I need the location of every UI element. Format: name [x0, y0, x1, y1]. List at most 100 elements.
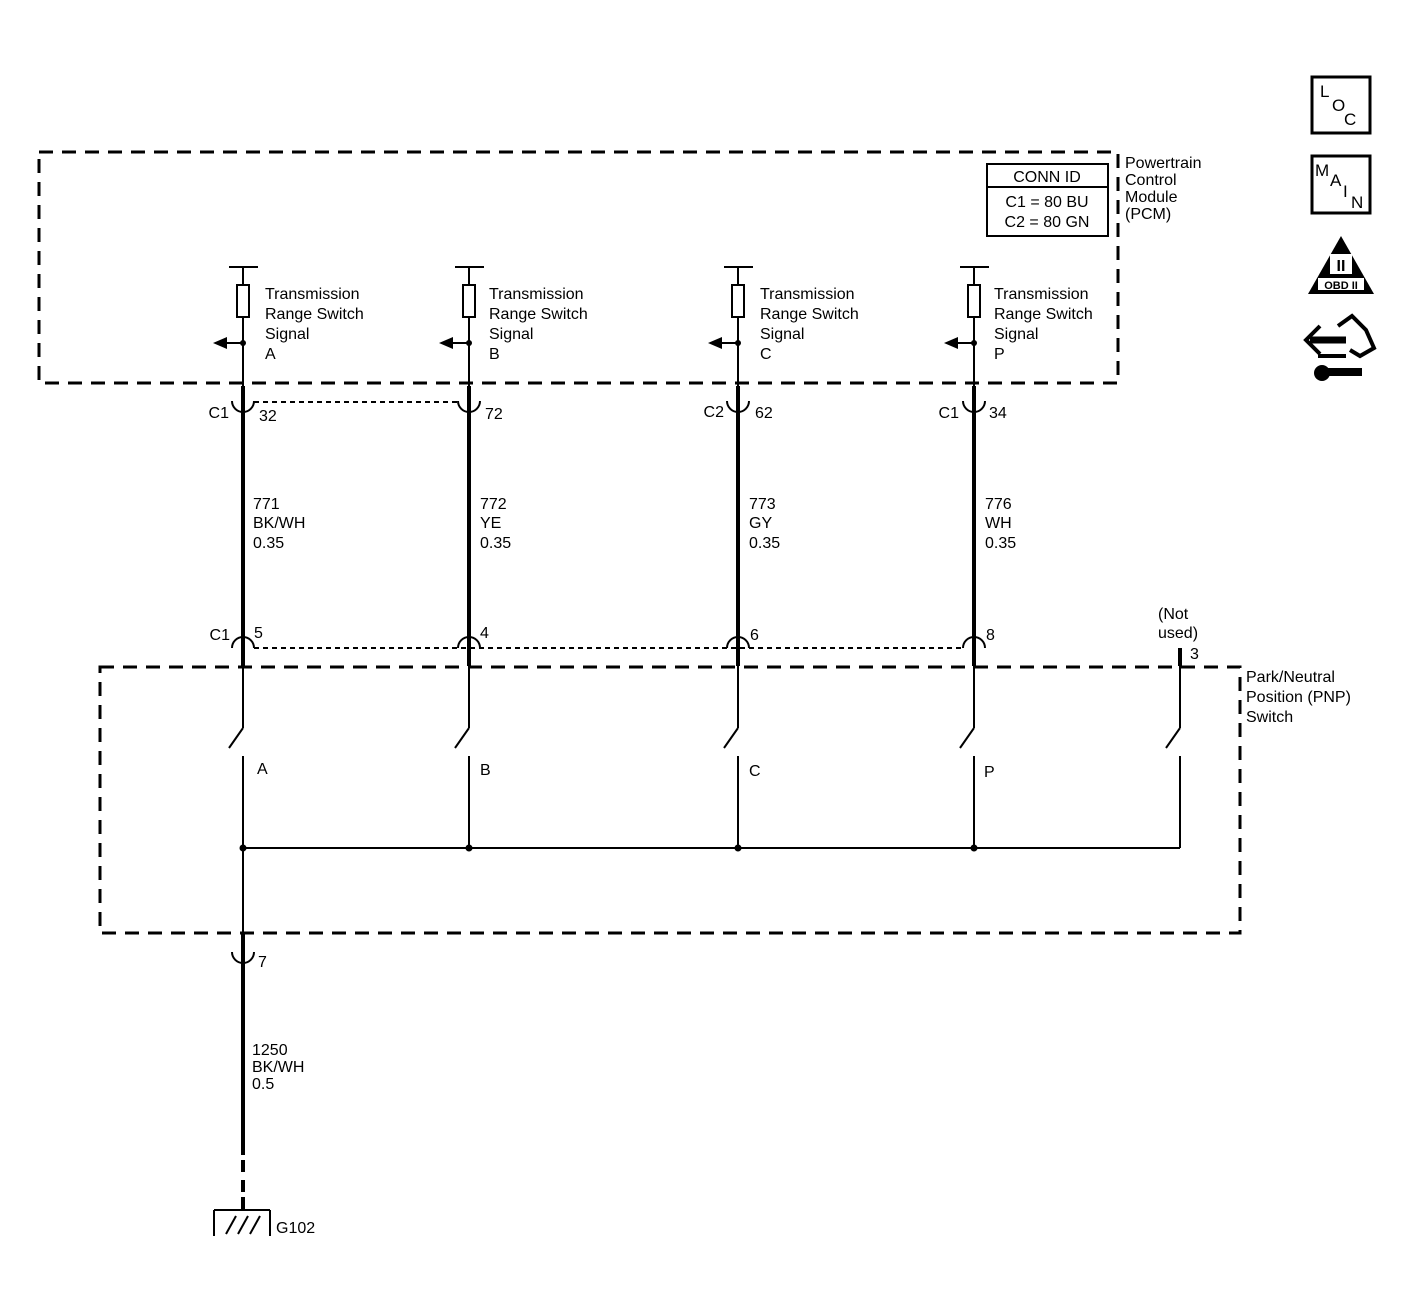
obd-ii-icon: II OBD II	[1308, 236, 1374, 294]
wire-gauge: 0.35	[749, 535, 780, 552]
pcm-connector-id: C1	[939, 405, 960, 422]
svg-text:O: O	[1332, 96, 1345, 115]
ground-wire-gauge: 0.5	[252, 1076, 274, 1093]
signal-label-line3: Signal	[994, 326, 1038, 343]
ground-pin-number: 7	[258, 954, 267, 971]
ground-id: G102	[276, 1220, 315, 1237]
loc-icon: L O C	[1310, 75, 1372, 135]
pcm-label-line3: Module	[1125, 189, 1178, 206]
pnp-pin-number: 6	[750, 627, 759, 644]
switch-c: C	[723, 666, 761, 848]
circuit-p: Transmission Range Switch Signal P C1 34…	[939, 266, 1093, 666]
svg-text:N: N	[1351, 193, 1363, 212]
signal-label-line3: Signal	[265, 326, 309, 343]
signal-label-line2: Range Switch	[265, 306, 364, 323]
svg-text:II: II	[1337, 258, 1346, 275]
connector-tool-icon	[1303, 313, 1377, 381]
signal-label-line1: Transmission	[994, 286, 1089, 303]
ground-circuit: 7 1250 BK/WH 0.5 G102	[213, 933, 315, 1237]
pcm-connector-id: C1	[209, 405, 230, 422]
signal-label-line3: Signal	[489, 326, 533, 343]
switch-a: A	[228, 666, 268, 848]
signal-label-line1: Transmission	[489, 286, 584, 303]
pnp-label-line2: Position (PNP)	[1246, 689, 1351, 706]
wire-circuit-number: 776	[985, 496, 1012, 513]
switch-p: P	[959, 666, 995, 848]
pcm-label-line4: (PCM)	[1125, 206, 1171, 223]
signal-label-letter: P	[994, 346, 1005, 363]
conn-id-c2: C2 = 80 GN	[1005, 214, 1090, 231]
wire-color: YE	[480, 515, 501, 532]
switch-p-label: P	[984, 764, 995, 781]
pnp-switch-box	[98, 665, 1242, 935]
pnp-label-line3: Switch	[1246, 709, 1293, 726]
pull-up-resistor	[462, 284, 476, 318]
wire-color: WH	[985, 515, 1012, 532]
pcm-connector-id: C2	[704, 404, 725, 421]
switch-b-label: B	[480, 762, 491, 779]
main-icon: M A I N	[1310, 154, 1372, 215]
signal-label-line1: Transmission	[265, 286, 360, 303]
svg-text:L: L	[1320, 82, 1329, 101]
pull-up-resistor	[236, 284, 250, 318]
wire-color: BK/WH	[253, 515, 305, 532]
svg-text:I: I	[1343, 182, 1348, 201]
pcm-pin-number: 34	[989, 405, 1007, 422]
switch-a-label: A	[257, 761, 268, 778]
ground-wire-circuit: 1250	[252, 1042, 288, 1059]
not-used-line1: (Not	[1158, 606, 1189, 623]
wire-circuit-number: 772	[480, 496, 507, 513]
signal-arrow-icon	[213, 337, 227, 349]
signal-label-letter: C	[760, 346, 772, 363]
signal-label-line2: Range Switch	[994, 306, 1093, 323]
pcm-module-box	[37, 150, 1120, 385]
signal-arrow-icon	[708, 337, 722, 349]
pnp-connector-terminal	[962, 636, 986, 649]
pcm-pin-number: 32	[259, 408, 277, 425]
svg-text:A: A	[1330, 171, 1342, 190]
wire-gauge: 0.35	[480, 535, 511, 552]
wire-gauge: 0.35	[253, 535, 284, 552]
circuit-c: Transmission Range Switch Signal C C2 62…	[704, 266, 859, 666]
switch-c-label: C	[749, 763, 761, 780]
conn-id-c1: C1 = 80 BU	[1005, 194, 1088, 211]
pnp-connector-terminal	[457, 636, 481, 649]
pull-up-resistor	[731, 284, 745, 318]
wire-circuit-number: 771	[253, 496, 280, 513]
pnp-pin-number: 5	[254, 625, 263, 642]
conn-id-table: CONN ID C1 = 80 BU C2 = 80 GN	[986, 163, 1109, 237]
pcm-label-line2: Control	[1125, 172, 1177, 189]
pull-up-resistor	[967, 284, 981, 318]
signal-label-line1: Transmission	[760, 286, 855, 303]
signal-label-line2: Range Switch	[760, 306, 859, 323]
ground-wire-color: BK/WH	[252, 1059, 304, 1076]
conn-id-title: CONN ID	[1013, 169, 1081, 186]
pcm-label-line1: Powertrain	[1125, 155, 1201, 172]
switch-b: B	[454, 666, 491, 848]
signal-arrow-icon	[944, 337, 958, 349]
signal-label-line3: Signal	[760, 326, 804, 343]
svg-text:C: C	[1344, 110, 1356, 129]
wire-circuit-number: 773	[749, 496, 776, 513]
wire-color: GY	[749, 515, 772, 532]
pnp-connector-terminal	[726, 636, 750, 649]
signal-label-letter: B	[489, 346, 500, 363]
ground-symbol-icon	[213, 1209, 271, 1236]
pnp-label-line1: Park/Neutral	[1246, 669, 1335, 686]
pcm-pin-number: 72	[485, 406, 503, 423]
signal-arrow-icon	[439, 337, 453, 349]
signal-label-line2: Range Switch	[489, 306, 588, 323]
wire-gauge: 0.35	[985, 535, 1016, 552]
not-used-line2: used)	[1158, 625, 1198, 642]
pnp-pin-number: 4	[480, 625, 489, 642]
switch-not-used	[1165, 666, 1181, 848]
svg-text:OBD II: OBD II	[1324, 280, 1358, 292]
pnp-pin-number: 8	[986, 627, 995, 644]
pnp-connector-id: C1	[210, 627, 231, 644]
pnp-connector-terminal	[231, 636, 255, 649]
signal-label-letter: A	[265, 346, 276, 363]
not-used-pin-number: 3	[1190, 646, 1199, 663]
pcm-pin-number: 62	[755, 405, 773, 422]
svg-text:M: M	[1315, 161, 1329, 180]
